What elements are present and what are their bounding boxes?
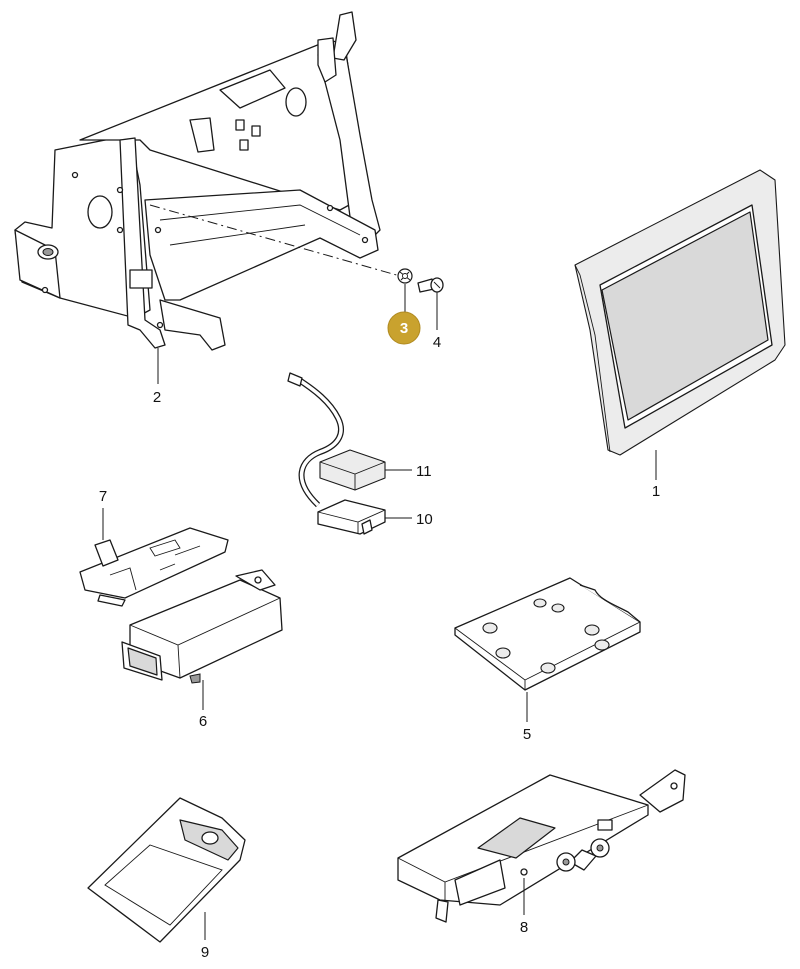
callout-1[interactable]: 1 — [652, 483, 660, 500]
callout-3[interactable]: 3 — [400, 320, 408, 337]
display-screen[interactable] — [574, 169, 786, 456]
control-unit[interactable] — [121, 569, 283, 684]
highlight-marker[interactable] — [387, 311, 421, 345]
clip-bracket[interactable] — [79, 527, 229, 607]
mounting-plate[interactable] — [454, 577, 641, 691]
callout-7[interactable]: 7 — [99, 488, 107, 505]
screw[interactable] — [417, 277, 444, 293]
callout-11[interactable]: 11 — [416, 463, 432, 480]
adhesive-pad[interactable] — [319, 449, 386, 491]
antenna-cable[interactable] — [287, 372, 344, 508]
callout-8[interactable]: 8 — [520, 919, 528, 936]
callout-5[interactable]: 5 — [523, 726, 531, 743]
washer[interactable] — [397, 268, 413, 284]
assembly-line — [149, 204, 401, 277]
callout-2[interactable]: 2 — [153, 389, 161, 406]
connector-plug[interactable] — [317, 499, 386, 535]
callout-9[interactable]: 9 — [201, 944, 209, 961]
bracket-frame[interactable] — [14, 11, 381, 351]
receiver-module[interactable] — [397, 769, 686, 923]
callout-10[interactable]: 10 — [416, 511, 433, 528]
antenna-pad[interactable] — [87, 797, 246, 943]
leader-lines — [102, 284, 657, 940]
callout-4[interactable]: 4 — [433, 334, 441, 351]
callout-6[interactable]: 6 — [199, 713, 207, 730]
